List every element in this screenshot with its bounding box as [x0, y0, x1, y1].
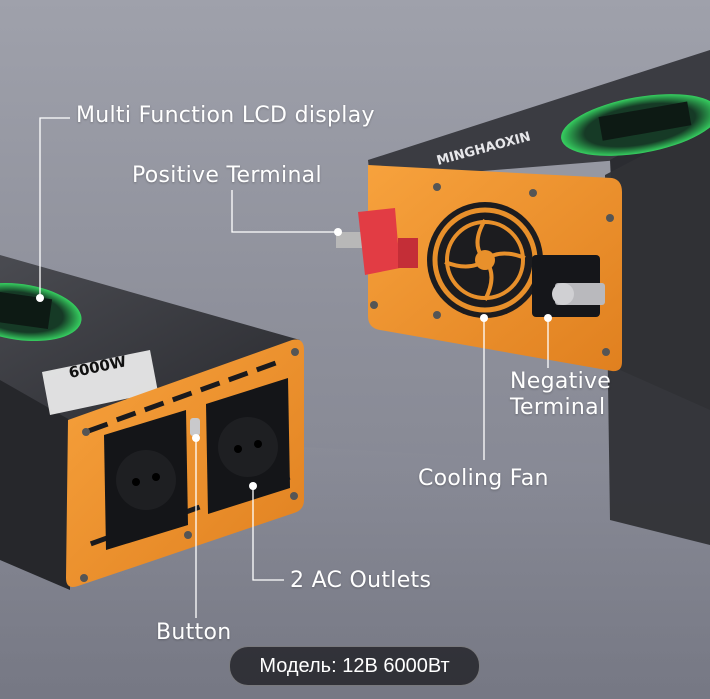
callout-lines [39, 117, 549, 618]
label-positive-terminal: Positive Terminal [132, 163, 322, 188]
positive-terminal [336, 208, 418, 275]
label-negative-terminal-line2: Terminal [510, 395, 606, 420]
ac-outlet-1 [104, 410, 188, 550]
label-ac-outlets: 2 AC Outlets [290, 568, 432, 593]
label-negative-terminal-line1: Negative [510, 369, 612, 394]
cooling-fan-icon [427, 202, 543, 318]
right-inverter: MINGHAOXIN [336, 50, 710, 545]
callout-dots [36, 228, 552, 490]
ac-outlet-2 [206, 378, 290, 514]
lcd-display-right [561, 94, 710, 156]
label-lcd-display: Multi Function LCD display [76, 103, 375, 128]
left-inverter: 6000W [0, 255, 304, 590]
negative-terminal [532, 255, 605, 317]
label-cooling-fan: Cooling Fan [418, 466, 549, 491]
label-button: Button [156, 620, 232, 645]
model-caption: Модель: 12В 6000Вт [229, 646, 480, 686]
power-button [190, 418, 200, 436]
